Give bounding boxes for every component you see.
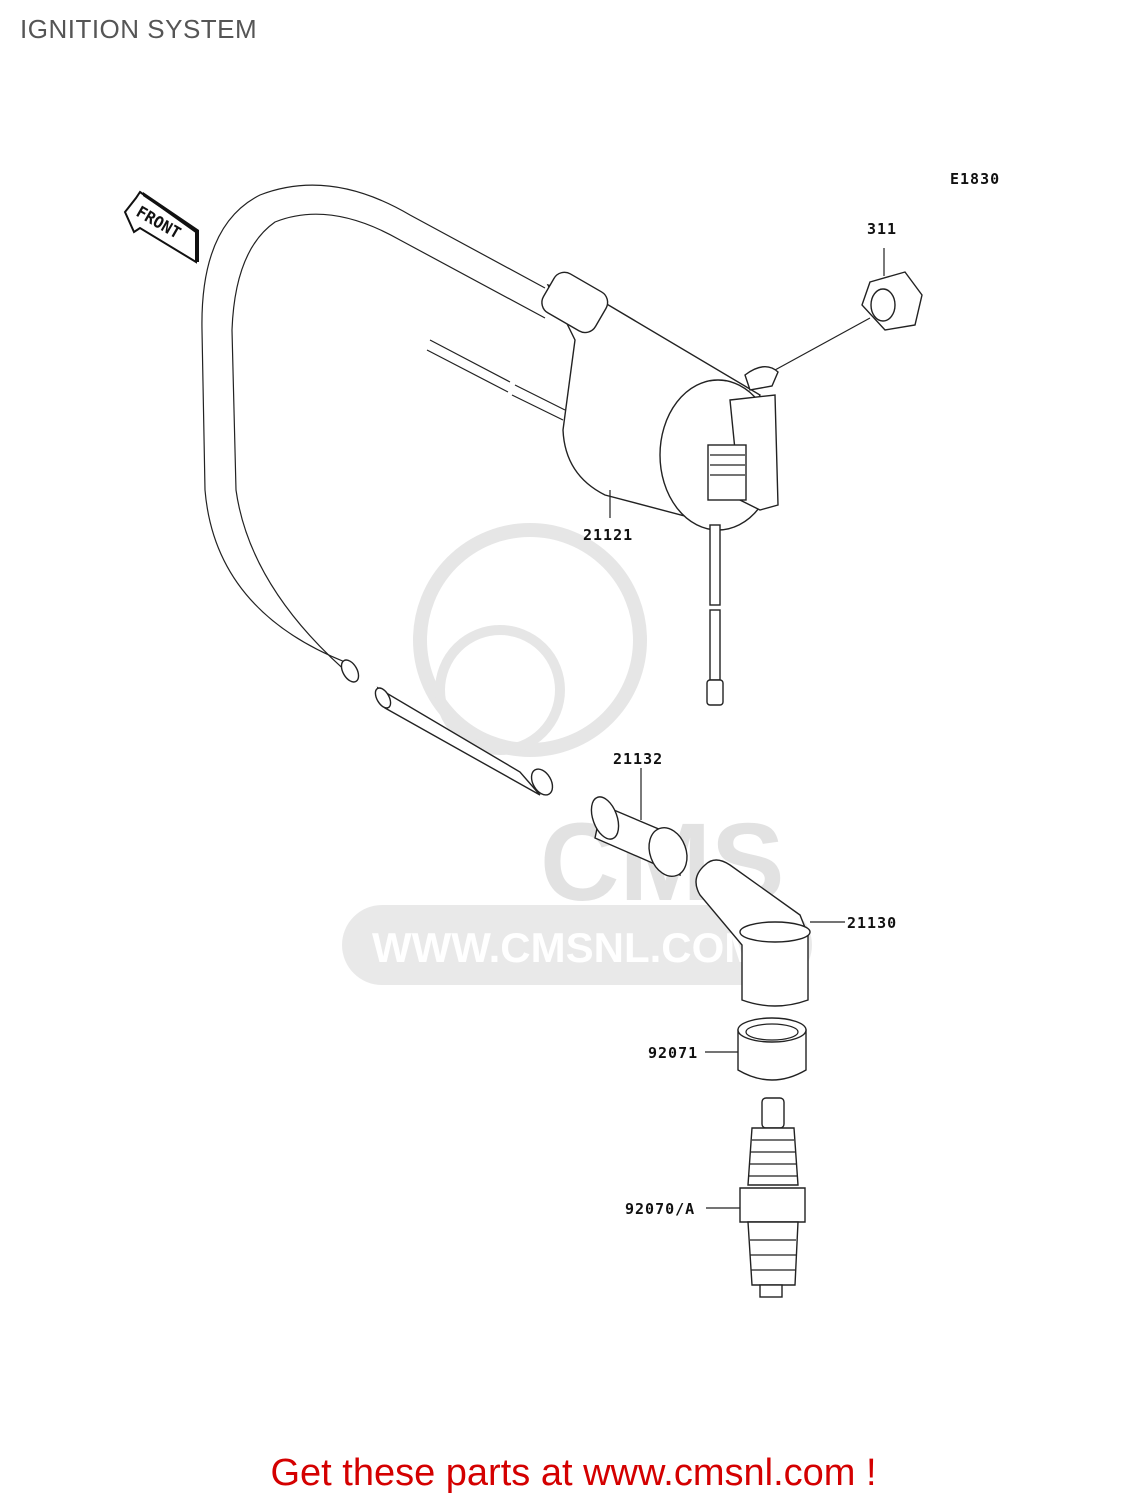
seal-ring <box>705 1017 807 1081</box>
sleeve <box>590 768 688 877</box>
page-title: IGNITION SYSTEM <box>20 14 258 44</box>
plug-cap <box>695 859 845 1007</box>
part-label-21121: 21121 <box>583 526 633 544</box>
nut <box>861 248 923 331</box>
diagram-code: E1830 <box>950 170 1000 188</box>
part-label-92071: 92071 <box>648 1044 698 1062</box>
part-label-92070a: 92070/A <box>625 1200 695 1218</box>
part-label-21130: 21130 <box>847 914 897 932</box>
part-label-311: 311 <box>867 220 897 238</box>
spark-plug <box>706 1097 806 1298</box>
svg-text:WWW.CMSNL.COM: WWW.CMSNL.COM <box>372 924 759 971</box>
ignition-coil <box>426 271 779 706</box>
part-label-21132: 21132 <box>613 750 663 768</box>
footer-link[interactable]: Get these parts at www.cmsnl.com ! <box>270 1452 877 1494</box>
front-arrow-icon: FRONT <box>123 190 199 264</box>
ht-lead <box>201 184 554 796</box>
